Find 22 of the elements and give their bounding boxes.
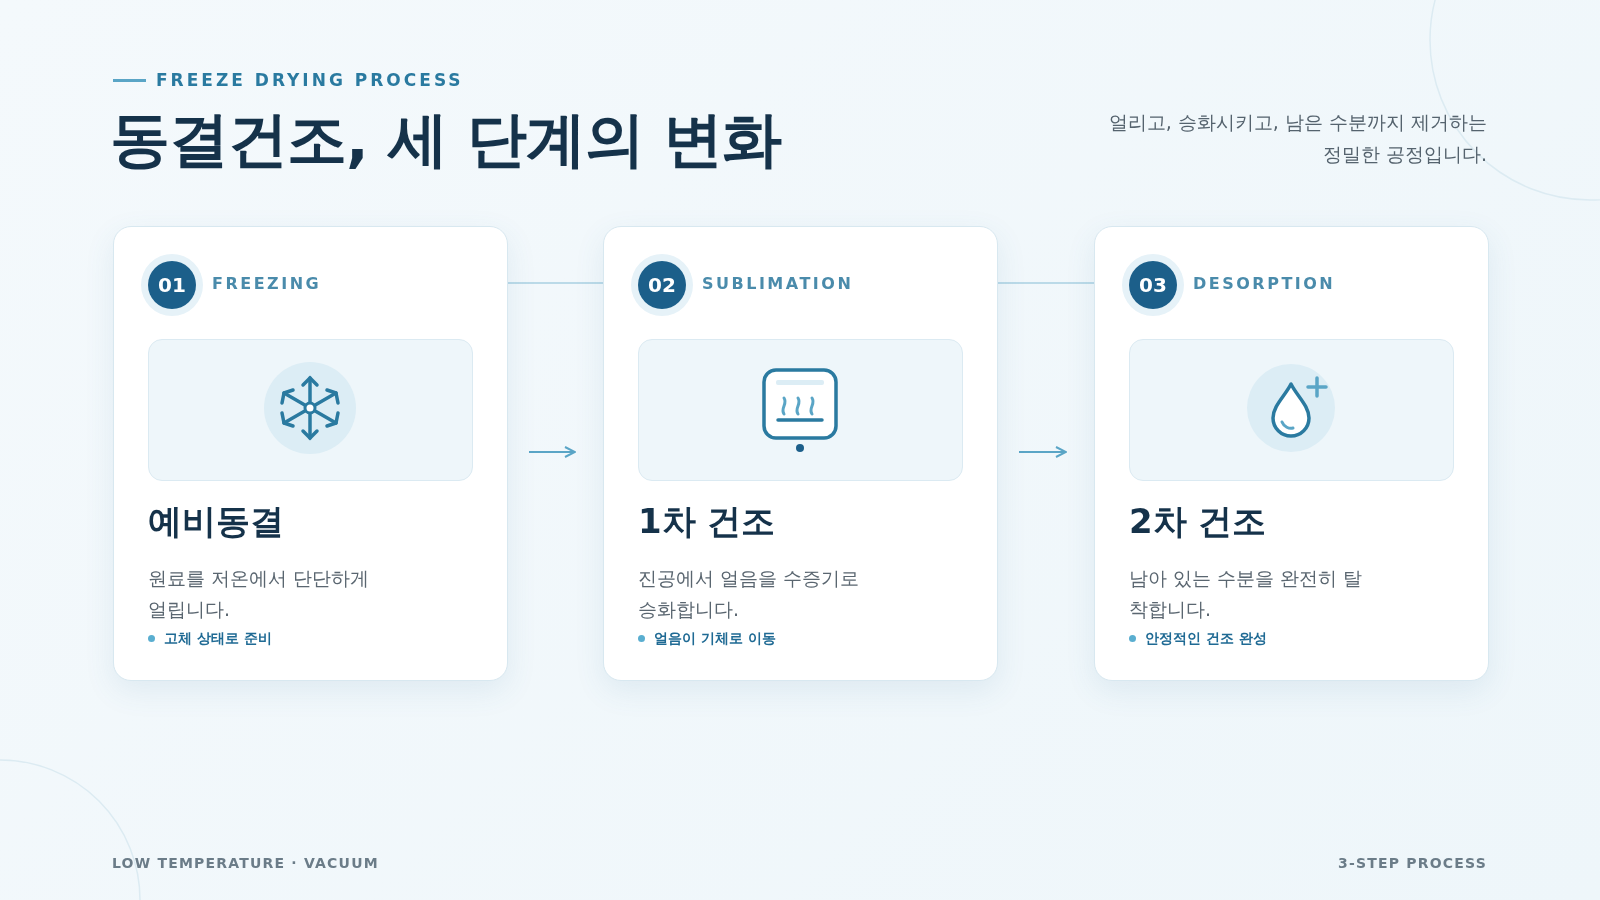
arrow (1018, 446, 1067, 458)
step-title: 2차 건조 (1129, 500, 1267, 543)
step-card (113, 226, 508, 681)
footer-text: 3-STEP PROCESS (1338, 855, 1487, 871)
subtitle: 얼리고, 승화시키고, 남은 수분까지 제거하는 정밀한 공정입니다. (1107, 110, 1487, 167)
step-title: 예비동결 (148, 500, 284, 543)
footer-text: LOW TEMPERATURE · VACUUM (112, 855, 379, 871)
bullet-note: 안정적인 건조 완성 (1129, 630, 1267, 648)
step-tag: SUBLIMATION (702, 274, 854, 293)
step-card (603, 226, 998, 681)
arrow (528, 446, 576, 458)
step-card (1094, 226, 1489, 681)
step-tag: FREEZING (212, 274, 322, 293)
step-description: 남아 있는 수분을 완전히 탈착합니다. (1129, 566, 1364, 622)
step-tag: DESORPTION (1193, 274, 1336, 293)
bullet-note: 얼음이 기체로 이동 (638, 630, 776, 648)
eyebrow-text: FREEZE DRYING PROCESS (156, 70, 464, 90)
bullet-note: 고체 상태로 준비 (148, 630, 272, 648)
step-description: 원료를 저온에서 단단하게 얼립니다. (148, 566, 371, 622)
page-title: 동결건조, 세 단계의 변화 (110, 103, 782, 176)
step-title: 1차 건조 (638, 500, 776, 543)
step-description: 진공에서 얼음을 수증기로 승화합니다. (638, 566, 861, 622)
